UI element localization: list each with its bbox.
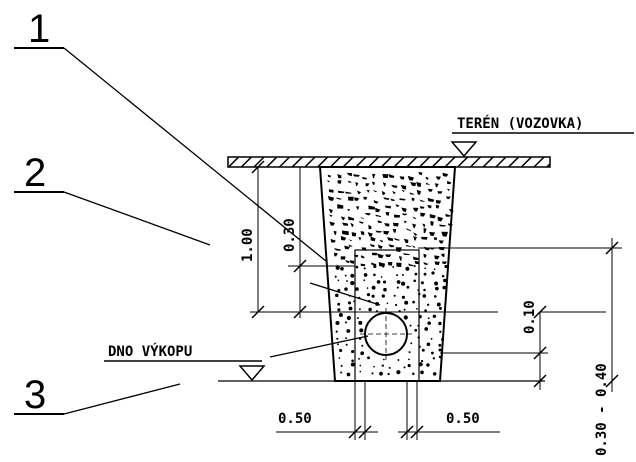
terrain-surface (227, 156, 551, 168)
pipe (360, 308, 412, 360)
backfill-leader (309, 282, 381, 306)
dimension-right-lines (418, 238, 622, 392)
sand-bedding (334, 264, 448, 377)
dimension-pipe-bedding-label: 0.10 (522, 300, 538, 334)
dimension-depth-top-layer-label: 0.30 (282, 218, 298, 252)
callout-3-number: 3 (24, 373, 46, 417)
dimension-clearance-left-label: 0.50 (278, 411, 312, 427)
trench-bottom-label: DNO VÝKOPU (108, 342, 192, 360)
terrain-label: TERÉN (VOZOVKA) (457, 115, 583, 132)
dimension-bottom-range-label: 0.30 - 0.40 (594, 363, 610, 456)
coarse-backfill (326, 172, 454, 268)
dimension-bottom-clearances (276, 381, 500, 440)
dimension-depth-total (250, 160, 498, 319)
terrain-level-marker (450, 141, 478, 158)
trench-bottom-level-marker (238, 365, 266, 382)
dimension-depth-total-label: 1.00 (240, 228, 256, 262)
dimension-clearance-right-label: 0.50 (446, 411, 480, 427)
callout-1-number: 1 (28, 7, 50, 51)
callout-3-leader (63, 383, 181, 415)
dimension-depth-top-layer (288, 167, 355, 319)
trench-bottom-leader (269, 335, 369, 358)
callout-2-leader (63, 191, 211, 246)
callout-2-number: 2 (24, 151, 46, 195)
